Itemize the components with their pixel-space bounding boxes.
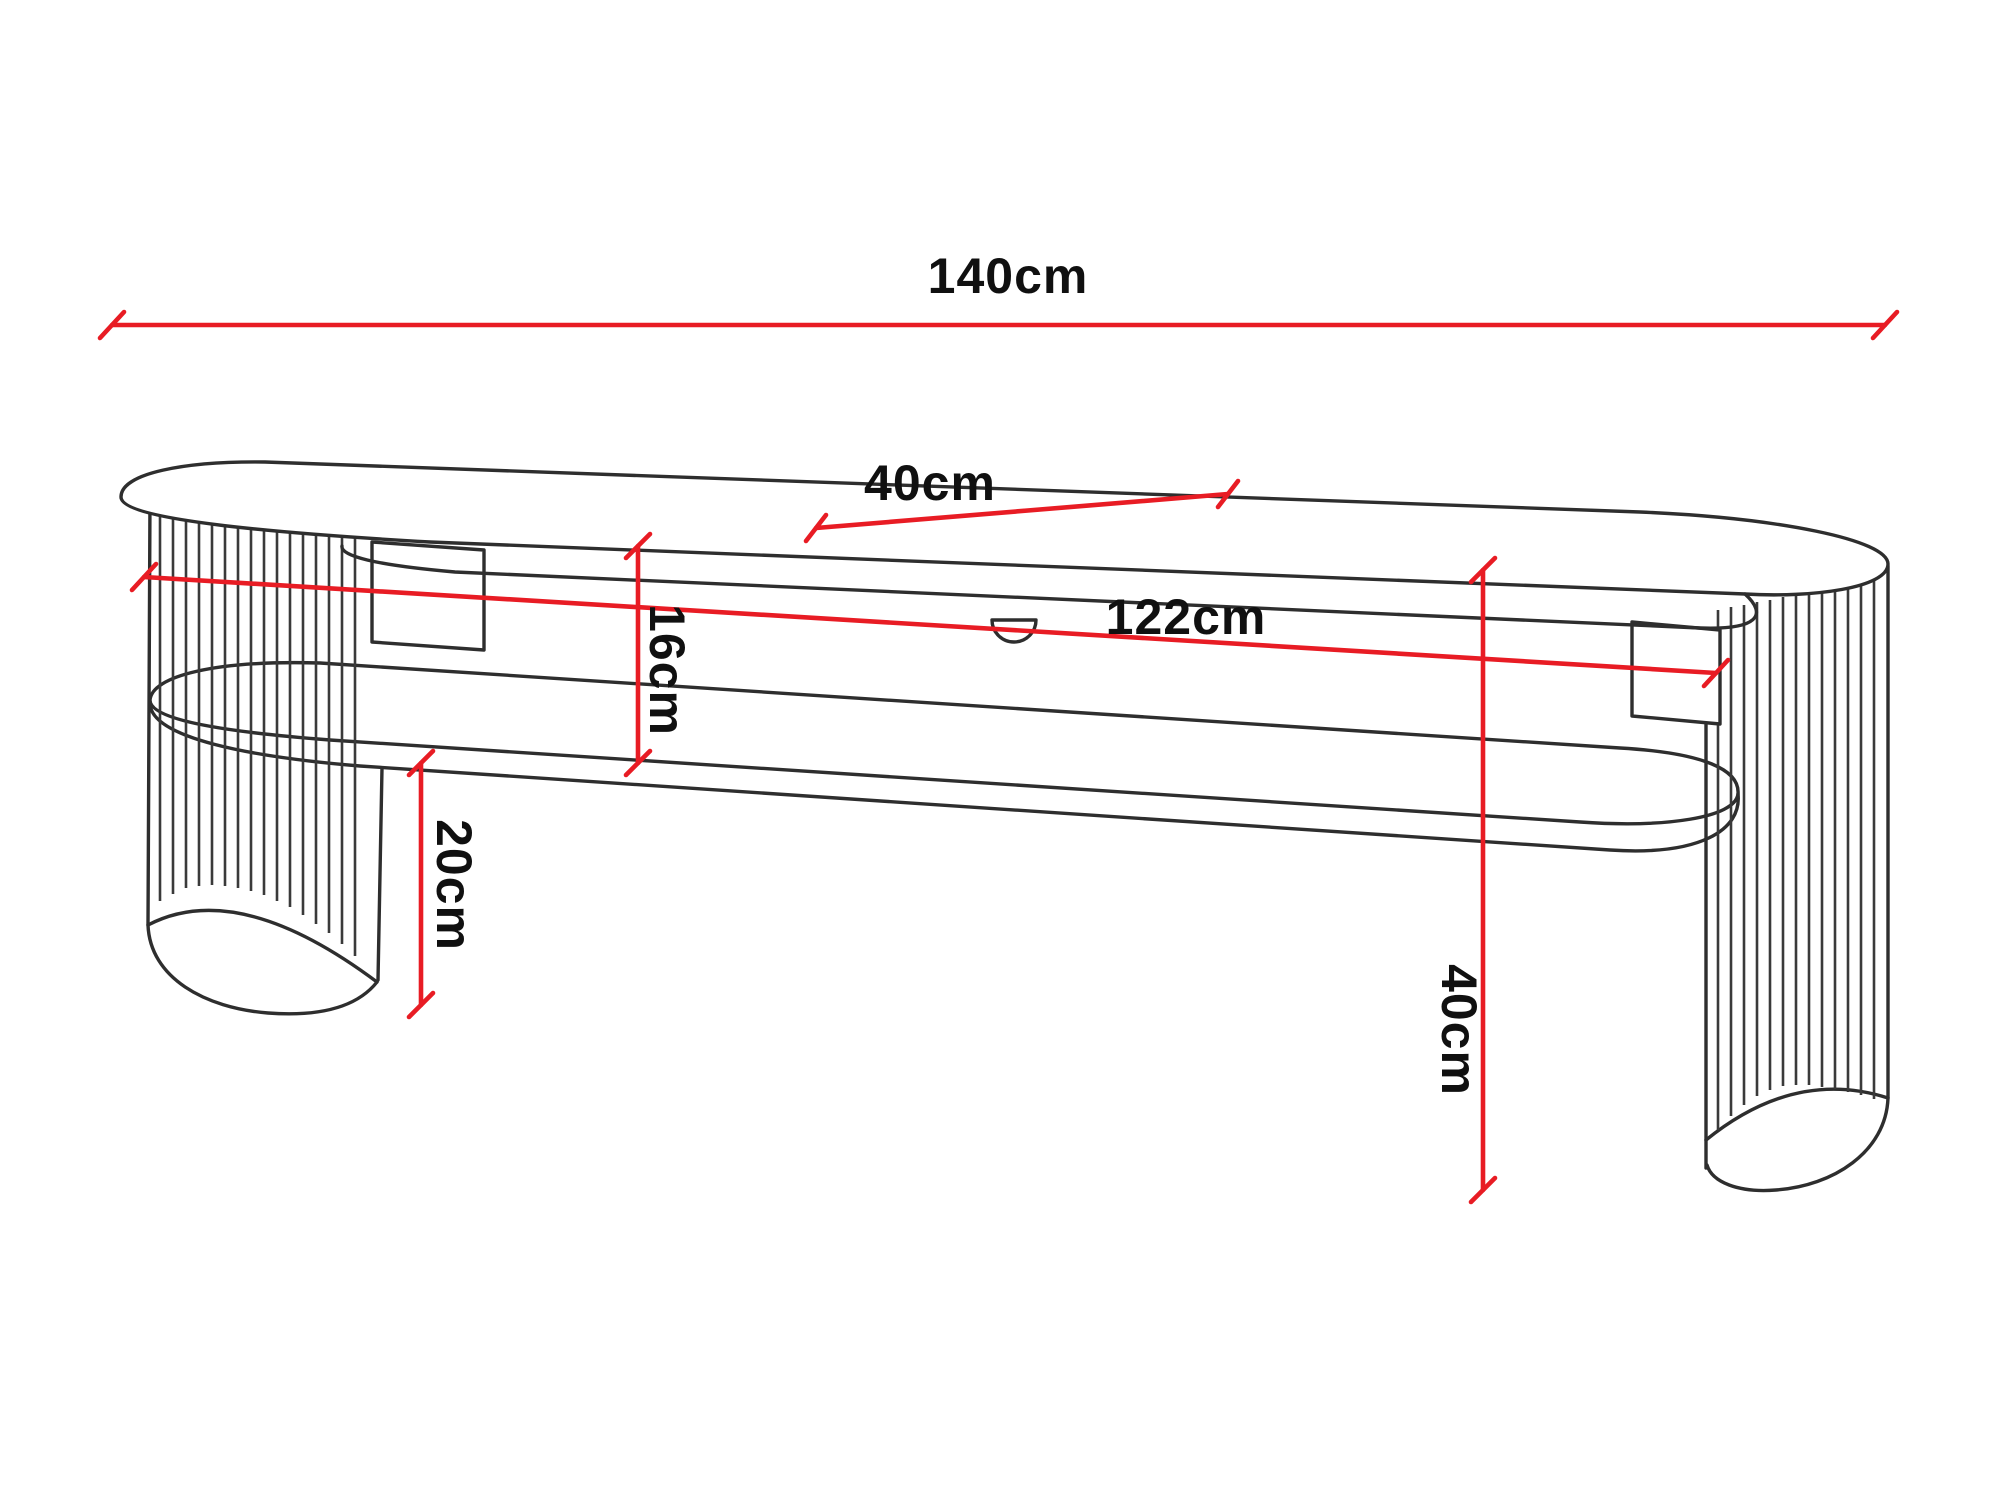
dimension-lines bbox=[97, 309, 1900, 1205]
compartment-cutouts bbox=[370, 540, 1722, 726]
dimension-label-height: 40cm bbox=[1431, 964, 1487, 1096]
tabletop-surface bbox=[119, 460, 1890, 597]
tabletop bbox=[119, 460, 1890, 630]
dimension-label-width: 140cm bbox=[928, 248, 1089, 304]
left-leg bbox=[146, 495, 384, 1016]
dimension-label-depth: 40cm bbox=[864, 455, 996, 511]
dimension-label-compartment-height: 16cm bbox=[639, 604, 695, 736]
right-leg-slats bbox=[1716, 579, 1876, 1130]
left-leg-front-edge bbox=[376, 766, 384, 982]
shelf-front-face bbox=[148, 702, 1740, 853]
left-leg-outer-edge bbox=[146, 495, 379, 1016]
left-leg-slats bbox=[158, 503, 357, 956]
tabletop-front-face bbox=[340, 544, 1758, 630]
dimension-line-width bbox=[97, 309, 1900, 341]
dimension-line-depth bbox=[803, 478, 1241, 544]
dimension-line-inner-width bbox=[129, 561, 1731, 689]
right-leg bbox=[1704, 564, 1890, 1193]
dimension-labels: 140cm 40cm 122cm 16cm 20cm 40cm bbox=[426, 248, 1487, 1096]
dimension-label-inner-width: 122cm bbox=[1106, 589, 1267, 645]
dimension-line-compartment-height bbox=[623, 531, 653, 778]
right-leg-outer-edge bbox=[1705, 564, 1890, 1193]
right-leg-bottom-back-rim bbox=[1704, 1087, 1890, 1142]
shelf-top-surface bbox=[148, 660, 1740, 826]
dimension-line-leg-clearance bbox=[406, 748, 436, 1020]
dimension-line-height bbox=[1468, 555, 1498, 1205]
left-leg-bottom-back-rim bbox=[146, 908, 379, 984]
dimension-label-leg-clearance: 20cm bbox=[426, 819, 482, 951]
lower-shelf bbox=[148, 660, 1740, 853]
